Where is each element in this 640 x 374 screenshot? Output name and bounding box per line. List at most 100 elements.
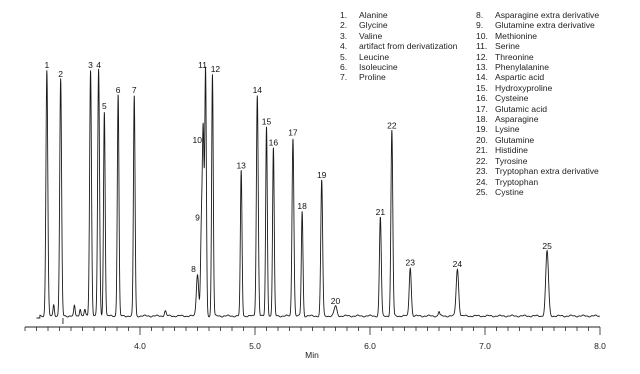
legend-entry-name: Glutamine — [495, 134, 535, 145]
x-tick-label: 4.0 — [134, 341, 146, 351]
legend-entry: 21. Histidine — [476, 145, 599, 155]
legend-entry-number: 9. — [476, 20, 484, 31]
legend-entry-name: Asparagine — [495, 114, 539, 125]
legend-entry-name: artifact from derivatization — [359, 41, 458, 52]
legend-entry-name: Isoleucine — [359, 62, 398, 73]
legend-entry-name: Glycine — [359, 20, 388, 31]
legend-entry-number: 6. — [340, 62, 348, 73]
peak-label-8: 8 — [191, 264, 196, 274]
legend-entry-name: Serine — [495, 41, 520, 52]
legend-entry-number: 14. — [476, 72, 488, 83]
legend-entry: 5.Leucine — [340, 52, 457, 62]
peak-label-17: 17 — [288, 128, 298, 138]
legend-entry-name: Cystine — [495, 186, 524, 197]
legend-entry-name: Asparagine extra derivative — [495, 10, 600, 20]
legend-entry: 8. Asparagine extra derivative — [476, 10, 599, 20]
legend-entry-name: Lysine — [495, 124, 520, 135]
legend-entry: 10. Methionine — [476, 31, 599, 41]
legend-entry: 3.Valine — [340, 31, 457, 41]
peak-label-15: 15 — [262, 116, 272, 126]
peak-label-19: 19 — [317, 170, 327, 180]
peak-label-4: 4 — [96, 60, 101, 70]
legend-entry: 7.Proline — [340, 72, 457, 82]
peak-label-24: 24 — [453, 259, 463, 269]
legend-entry-number: 25. — [476, 186, 488, 197]
x-tick-label: 7.0 — [479, 341, 491, 351]
x-tick-label: 6.0 — [364, 341, 376, 351]
legend-entry-number: 24. — [476, 176, 488, 187]
legend-entry-number: 17. — [476, 103, 488, 114]
legend-entry-number: 10. — [476, 30, 488, 41]
legend-entry: 15.Hydroxyproline — [476, 83, 599, 93]
peak-label-6: 6 — [116, 85, 121, 95]
legend-entry: 13. Phenylalanine — [476, 62, 599, 72]
legend-entry-name: Valine — [359, 30, 383, 41]
peak-label-14: 14 — [253, 85, 263, 95]
x-tick-label: 8.0 — [594, 341, 606, 351]
peak-label-18: 18 — [297, 201, 307, 211]
legend-entry-name: Phenylalanine — [495, 62, 549, 73]
peak-label-21: 21 — [376, 207, 386, 217]
peak-label-2: 2 — [58, 69, 63, 79]
legend-entry-name: Threonine — [495, 51, 534, 62]
peak-label-25: 25 — [542, 241, 552, 251]
peak-label-9: 9 — [195, 213, 200, 223]
peak-label-23: 23 — [406, 257, 416, 267]
legend-entry: 20. Glutamine — [476, 135, 599, 145]
legend-entry-name: Glutamine extra derivative — [495, 20, 595, 31]
legend-entry-number: 11. — [476, 41, 488, 52]
legend-entry: 18.Asparagine — [476, 114, 599, 124]
legend-entry-name: Proline — [359, 72, 386, 83]
legend-entry: 1.Alanine — [340, 10, 457, 20]
legend-entry-number: 23. — [476, 166, 488, 177]
peak-label-7: 7 — [132, 85, 137, 95]
peak-label-12: 12 — [211, 64, 221, 74]
legend-column-2: 8. Asparagine extra derivative 9. Glutamine… — [476, 10, 599, 197]
chromatogram-trace — [36, 66, 600, 319]
legend-entry: 11. Serine — [476, 41, 599, 51]
legend-entry-number: 12. — [476, 51, 488, 62]
legend-entry-name: Methionine — [495, 30, 538, 41]
legend-entry-number: 1. — [340, 10, 348, 20]
x-axis-title: Min — [305, 350, 319, 360]
legend-entry-name: Glutamic acid — [495, 103, 548, 114]
legend-entry: 4. artifact from derivatization — [340, 41, 457, 51]
legend-entry-number: 8. — [476, 10, 484, 20]
legend-entry-number: 4. — [340, 41, 348, 52]
legend-entry-number: 13. — [476, 62, 488, 73]
legend-entry: 22. Tyrosine — [476, 156, 599, 166]
legend-entry: 25. Cystine — [476, 187, 599, 197]
peak-label-22: 22 — [387, 121, 397, 131]
legend-entry-number: 16. — [476, 93, 488, 104]
legend-entry: 24.Tryptophan — [476, 177, 599, 187]
legend-entry: 2. Glycine — [340, 20, 457, 30]
legend-entry-number: 20. — [476, 134, 488, 145]
peak-label-13: 13 — [236, 161, 246, 171]
legend-entry-number: 22. — [476, 155, 488, 166]
peak-label-1: 1 — [44, 60, 49, 70]
x-tick-label: 5.0 — [249, 341, 261, 351]
legend-entry: 6. Isoleucine — [340, 62, 457, 72]
legend-entry-name: Tyrosine — [495, 155, 528, 166]
peak-label-16: 16 — [269, 138, 279, 148]
legend-entry-name: Cysteine — [495, 93, 529, 104]
legend-entry: 16. Cysteine — [476, 93, 599, 103]
legend-entry-name: Histidine — [495, 145, 528, 156]
legend-entry-number: 21. — [476, 145, 488, 156]
peak-label-3: 3 — [88, 60, 93, 70]
peak-label-11: 11 — [198, 60, 207, 70]
legend-entry-number: 2. — [340, 20, 348, 31]
legend-entry: 9. Glutamine extra derivative — [476, 20, 599, 30]
legend-entry: 14. Aspartic acid — [476, 72, 599, 82]
legend-entry: 23. Tryptophan extra derivative — [476, 166, 599, 176]
legend-entry-number: 15. — [476, 82, 488, 93]
peak-label-10: 10 — [193, 135, 203, 145]
legend-entry: 19. Lysine — [476, 124, 599, 134]
legend-entry-name: Aspartic acid — [495, 72, 545, 83]
legend-entry-number: 19. — [476, 124, 488, 135]
legend-entry-name: Leucine — [359, 51, 390, 62]
legend-entry-name: Tryptophan extra derivative — [495, 166, 599, 177]
